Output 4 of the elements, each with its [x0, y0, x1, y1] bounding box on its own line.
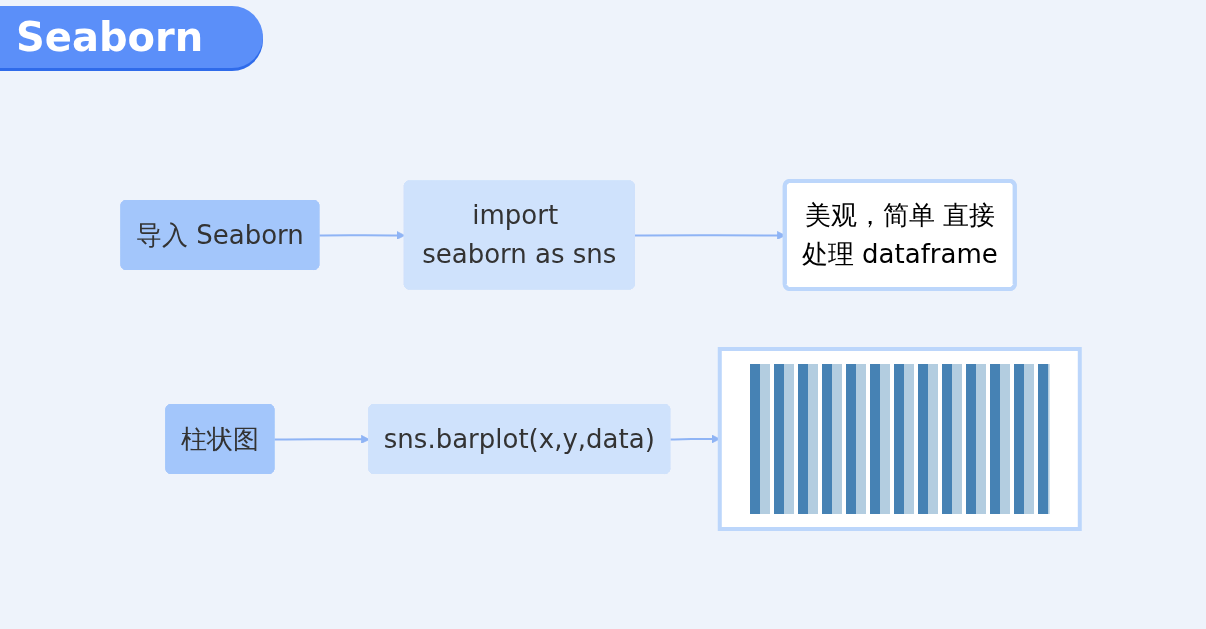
node-picture [717, 347, 1082, 531]
title-banner: Seaborn [0, 6, 264, 68]
arrow [273, 434, 370, 444]
arrow [317, 231, 405, 240]
